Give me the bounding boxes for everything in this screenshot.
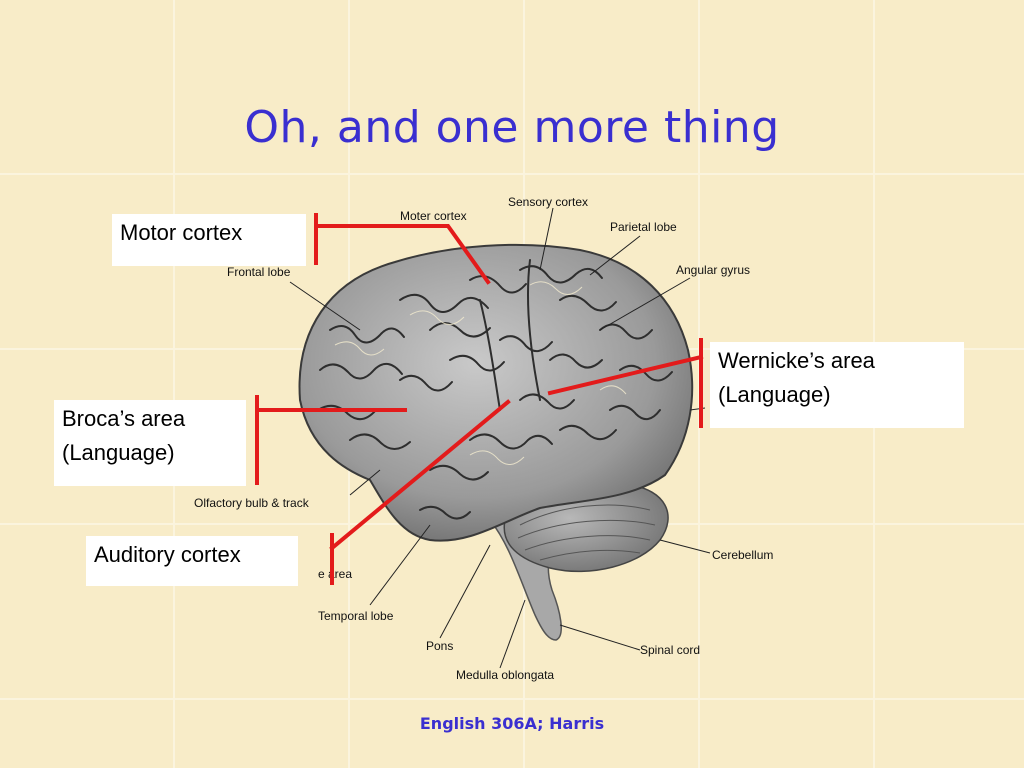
callout-auditory-text: Auditory cortex xyxy=(94,542,241,567)
label-frontal-lobe: Frontal lobe xyxy=(227,265,291,279)
label-parietal-lobe: Parietal lobe xyxy=(610,220,677,234)
callout-motor-text: Motor cortex xyxy=(120,220,243,245)
label-temporal-lobe: Temporal lobe xyxy=(318,609,394,623)
callout-wernicke-line1: Wernicke’s area xyxy=(718,348,875,373)
label-partial-area: e area xyxy=(318,567,352,581)
cerebrum xyxy=(298,243,694,542)
label-moter-cortex: Moter cortex xyxy=(400,209,467,223)
label-sensory-cortex: Sensory cortex xyxy=(508,195,588,209)
slide-title: Oh, and one more thing xyxy=(244,102,780,153)
label-olfactory: Olfactory bulb & track xyxy=(194,496,310,510)
callout-motor-cortex: Motor cortex xyxy=(112,214,306,266)
wernicke-leader xyxy=(547,354,704,396)
callout-auditory-cortex: Auditory cortex xyxy=(86,536,298,586)
motor-leader xyxy=(314,224,491,285)
callout-broca: Broca’s area (Language) xyxy=(54,400,246,486)
slide-footer: English 306A; Harris xyxy=(419,714,605,733)
callout-broca-line2: (Language) xyxy=(62,440,175,465)
label-cerebellum: Cerebellum xyxy=(712,548,773,562)
label-pons: Pons xyxy=(426,639,453,653)
label-medulla: Medulla oblongata xyxy=(456,668,554,682)
auditory-leader xyxy=(329,399,511,551)
callout-broca-line1: Broca’s area xyxy=(62,406,186,431)
label-spinal-cord: Spinal cord xyxy=(640,643,700,657)
callout-wernicke-line2: (Language) xyxy=(718,382,831,407)
label-angular-gyrus: Angular gyrus xyxy=(676,263,750,277)
callout-wernicke: Wernicke’s area (Language) xyxy=(710,342,964,428)
